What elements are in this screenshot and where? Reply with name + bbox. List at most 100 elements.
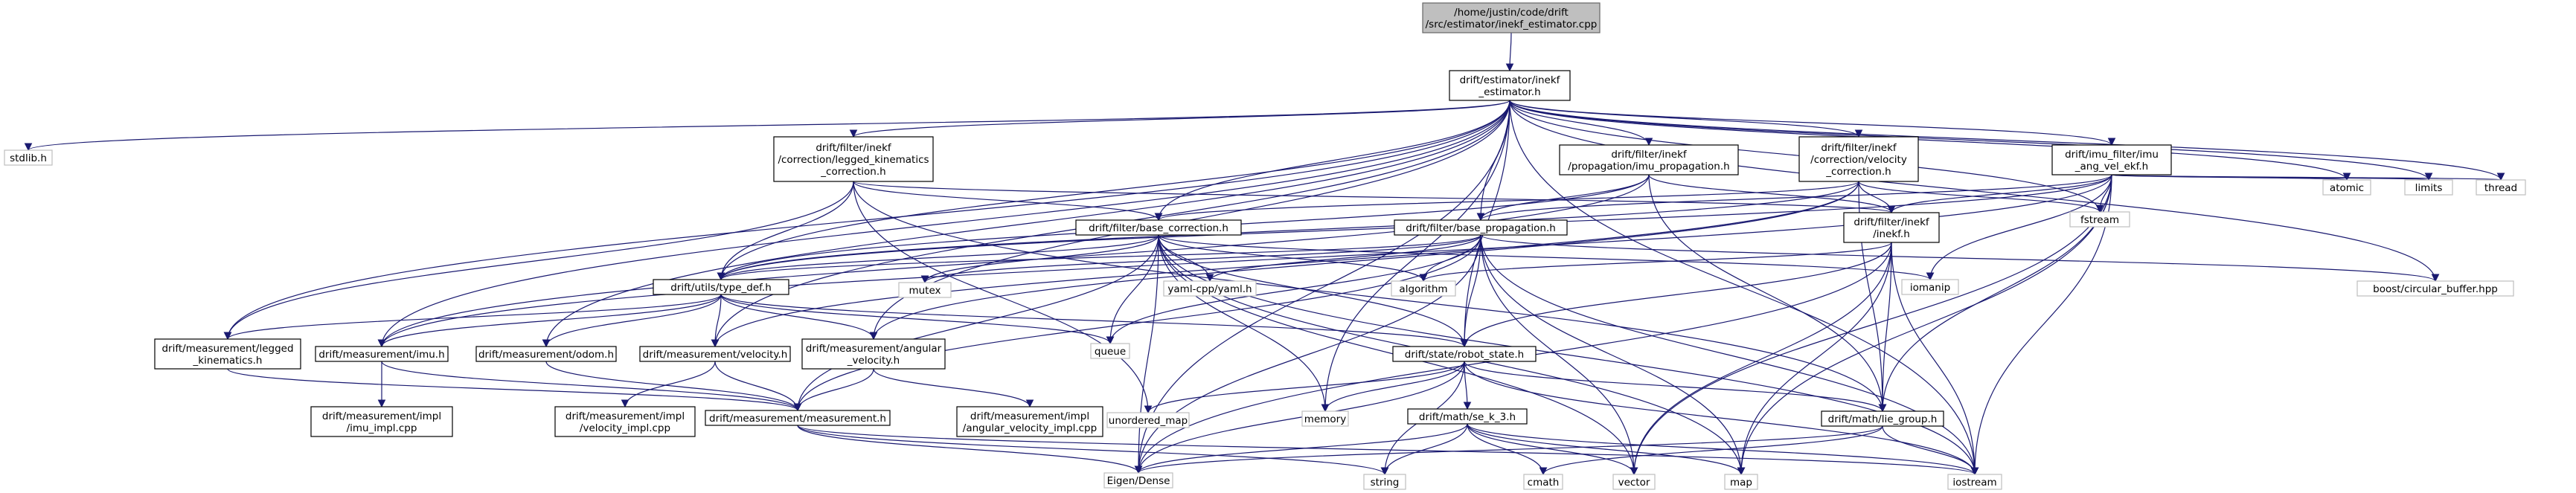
node-box — [1724, 474, 1758, 490]
edge-root-to-estimator_h — [1505, 32, 1514, 72]
node-yaml[interactable]: yaml-cpp/yaml.h — [1163, 280, 1257, 297]
node-eigen[interactable]: Eigen/Dense — [1103, 472, 1173, 489]
node-label-line: algorithm — [1399, 283, 1447, 295]
node-label-line: drift/measurement/impl — [322, 410, 441, 422]
node-imu-prop[interactable]: drift/filter/inekf/propagation/imu_propa… — [1559, 144, 1739, 175]
node-se-k-3[interactable]: drift/math/se_k_3.h — [1407, 408, 1528, 425]
node-queue[interactable]: queue — [1090, 343, 1130, 359]
node-vel-impl[interactable]: drift/measurement/impl/velocity_impl.cpp — [554, 406, 696, 437]
edge-robot_state-to-iostream — [1464, 361, 1979, 476]
node-meas-legged[interactable]: drift/measurement/legged_kinematics.h — [154, 338, 301, 370]
node-label-line: drift/state/robot_state.h — [1405, 349, 1524, 361]
node-imu-impl[interactable]: drift/measurement/impl/imu_impl.cpp — [310, 406, 453, 437]
node-lie-group[interactable]: drift/math/lie_group.h — [1821, 410, 1944, 427]
node-map[interactable]: map — [1724, 474, 1758, 490]
node-cmath[interactable]: cmath — [1523, 474, 1563, 490]
node-base-prop[interactable]: drift/filter/base_propagation.h — [1394, 219, 1568, 236]
node-unordered-map[interactable]: unordered_map — [1106, 412, 1190, 428]
node-base-corr[interactable]: drift/filter/base_correction.h — [1075, 219, 1242, 236]
edge-estimator_h-to-imu_filter — [1509, 100, 2116, 146]
node-vel-corr[interactable]: drift/filter/inekf/correction/velocity_c… — [1798, 136, 1919, 182]
edge-imu_prop-to-meas_imu — [377, 174, 1650, 348]
node-label-line: drift/measurement/velocity.h — [643, 349, 788, 361]
node-robot-state[interactable]: drift/state/robot_state.h — [1392, 346, 1537, 362]
edge-meas_angvel-to-measurement — [793, 368, 874, 412]
node-label-line: drift/filter/base_correction.h — [1089, 222, 1228, 234]
edge-base_prop-to-robot_state — [1460, 234, 1481, 348]
node-angvel-impl[interactable]: drift/measurement/impl/angular_velocity_… — [956, 406, 1103, 437]
node-box — [773, 136, 934, 182]
node-legged-corr[interactable]: drift/filter/inekf/correction/legged_kin… — [773, 136, 934, 182]
node-label-line: drift/measurement/odom.h — [478, 349, 614, 361]
edge-vel_corr-to-meas_angvel — [869, 181, 1859, 341]
edge-estimator_h-to-meas_legged — [223, 100, 1510, 341]
edge-se_k_3-to-cmath — [1467, 423, 1548, 476]
node-label-line: queue — [1095, 346, 1126, 358]
edge-imu_filter-to-base_prop — [1476, 174, 2112, 222]
node-type-def[interactable]: drift/utils/type_def.h — [653, 279, 789, 295]
node-box — [4, 149, 53, 166]
node-meas-angvel[interactable]: drift/measurement/angular_velocity.h — [801, 338, 946, 370]
node-root[interactable]: /home/justin/code/drift/src/estimator/in… — [1422, 2, 1601, 33]
edge-imu_filter-to-map — [1737, 174, 2112, 476]
edge-base_prop-to-type_def — [717, 234, 1481, 281]
node-iostream[interactable]: iostream — [1947, 474, 2002, 490]
node-label-line: /correction/legged_kinematics — [778, 154, 929, 166]
node-label-line: mutex — [909, 285, 941, 297]
node-box — [1559, 144, 1739, 175]
node-vector[interactable]: vector — [1612, 474, 1656, 490]
node-limits[interactable]: limits — [2404, 179, 2453, 196]
node-estimator-h[interactable]: drift/estimator/inekf_estimator.h — [1449, 70, 1571, 101]
edge-measurement-to-eigen — [797, 425, 1143, 474]
edge-base_prop-to-measurement — [793, 234, 1481, 412]
node-box — [310, 406, 453, 437]
node-memory[interactable]: memory — [1301, 410, 1349, 427]
node-label-line: limits — [2415, 182, 2443, 194]
node-label-line: map — [1730, 477, 1752, 489]
edge-lie_group-to-eigen — [1134, 425, 1883, 474]
node-box — [1449, 70, 1571, 101]
node-stdlib[interactable]: stdlib.h — [4, 149, 53, 166]
node-string[interactable]: string — [1363, 474, 1406, 490]
node-inekf-h[interactable]: drift/filter/inekf/inekf.h — [1843, 212, 1940, 243]
node-thread[interactable]: thread — [2476, 179, 2526, 196]
node-label-line: drift/measurement/measurement.h — [709, 413, 886, 425]
node-label-line: drift/imu_filter/imu — [2065, 149, 2159, 161]
edge-legged_corr-to-base_corr — [853, 181, 1163, 222]
edge-se_k_3-to-string — [1380, 423, 1468, 476]
node-mutex[interactable]: mutex — [898, 282, 952, 298]
node-atomic[interactable]: atomic — [2322, 179, 2371, 196]
node-label-line: _correction.h — [820, 166, 885, 178]
node-box — [1363, 474, 1406, 490]
edge-type_def-to-robot_state — [720, 294, 1469, 348]
node-fstream[interactable]: fstream — [2069, 211, 2130, 228]
edge-inekf_h-to-algorithm — [1419, 242, 1892, 283]
node-label-line: drift/math/lie_group.h — [1828, 413, 1938, 425]
node-meas-imu[interactable]: drift/measurement/imu.h — [315, 346, 449, 362]
node-label-line: unordered_map — [1109, 415, 1188, 427]
node-box — [2476, 179, 2526, 196]
node-imu-filter[interactable]: drift/imu_filter/imu_ang_vel_ekf.h — [2051, 144, 2172, 175]
node-circ-buf[interactable]: boost/circular_buffer.hpp — [2356, 280, 2514, 297]
node-label-line: _velocity.h — [847, 355, 900, 367]
node-label-line: atomic — [2330, 182, 2364, 194]
node-box — [1301, 410, 1349, 427]
node-meas-vel[interactable]: drift/measurement/velocity.h — [639, 346, 791, 362]
node-label-line: drift/filter/inekf — [816, 142, 892, 154]
edge-legged_corr-to-meas_legged — [223, 181, 854, 341]
node-box — [1901, 279, 1959, 295]
edge-vel_corr-to-fstream — [1858, 181, 2104, 213]
node-box — [1612, 474, 1656, 490]
node-label-line: drift/utils/type_def.h — [670, 282, 772, 294]
node-measurement[interactable]: drift/measurement/measurement.h — [705, 410, 891, 426]
node-box — [2322, 179, 2371, 196]
node-meas-odom[interactable]: drift/measurement/odom.h — [475, 346, 617, 362]
node-box — [1422, 2, 1601, 33]
node-box — [1103, 472, 1173, 489]
node-label-line: /velocity_impl.cpp — [580, 422, 670, 434]
node-algorithm[interactable]: algorithm — [1391, 280, 1456, 297]
node-box — [801, 338, 946, 370]
node-iomanip[interactable]: iomanip — [1901, 279, 1959, 295]
edge-legged_corr-to-lie_group — [853, 181, 1887, 413]
node-box — [1163, 280, 1257, 297]
